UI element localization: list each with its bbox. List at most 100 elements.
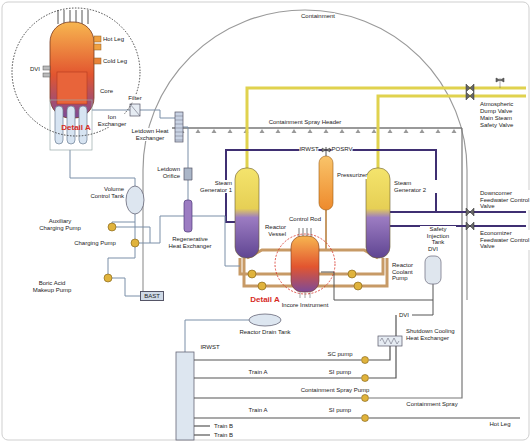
spray-header [228,129,233,133]
charging-pump [104,223,139,282]
filter-symbol [130,104,140,116]
part-label: Auxiliary Charging Pump [38,218,82,231]
part-label: SI pump [329,369,351,376]
reactor-coolant-piping [240,258,291,274]
regenerative-heat-exchanger [184,200,192,232]
volume-control-tank [126,186,144,214]
letdown-heat-exchanger [175,116,183,117]
part-label: Detail A [250,296,280,305]
reactor-vessel [299,228,311,237]
part-label: Pressurizer [337,172,367,179]
part-label: Containment Spray Header [269,119,342,126]
reactor-vessel [307,228,308,237]
spray-header [372,129,377,133]
part-label: Safety Injection Tank [420,226,456,246]
cvcs-piping [188,180,189,200]
reactor-coolant-pump [248,270,256,278]
spray-header [172,128,462,398]
part-label: DVI [399,312,409,319]
steam-valve-symbol [466,84,474,92]
part-label: Steam Generator 2 [394,180,440,193]
spray-header [308,129,313,133]
spray-header [276,129,281,133]
reactor-coolant-pump [248,270,362,290]
part-label: Atmospheric Dump Valve [480,101,528,114]
part-label: Ion Exchanger [95,114,129,127]
detail-a-illustration [94,44,101,50]
letdown-heat-exchanger [175,124,183,125]
spray-header [180,129,457,133]
containment-wall [143,10,467,300]
cvcs-piping [92,110,130,111]
steam-valve-symbol [466,78,504,100]
part-label: Containment Spray Pump [301,387,370,394]
letdown-heat-exchanger [175,112,183,142]
part-label: Hot Leg [489,421,510,428]
detail-a-illustration [94,58,101,64]
part-label: DVI [30,66,40,73]
part-label: Letdown Heat Exchanger [130,128,170,141]
part-label: Boric Acid Makeup Pump [32,280,72,293]
part-label: Detail A [61,124,91,133]
safety-injection-tank [321,256,441,315]
reactor-coolant-pump [354,282,362,290]
part-label: POSRV [332,146,353,153]
spray-header [196,129,201,133]
part-label: Steam Generator 1 [192,180,232,193]
cvcs-piping [183,127,188,168]
part-label: IRWST [299,146,318,153]
feedwater-valve-symbol [466,208,474,216]
cvcs-piping [112,278,141,296]
reactor-vessel [303,228,304,237]
pressurizer [319,147,333,210]
safety-injection-tank [412,300,433,315]
letdown-orifice [184,168,192,180]
letdown-heat-exchanger [175,112,183,142]
shutdown-cooling-heat-exchanger [378,336,402,346]
part-label: Regenerative Heat Exchanger [168,236,212,249]
charging-pump [104,274,112,282]
detail-a-illustration [12,8,140,136]
part-label: Train A [249,407,268,414]
steam-valve-symbol [500,78,501,88]
reactor-drain-tank [249,314,281,326]
pressurizer [322,148,330,152]
cvcs-piping [70,150,135,186]
part-label: Train A [249,369,268,376]
filter-symbol [130,104,140,116]
cvcs-piping [112,222,135,223]
reactor-drain-tank [249,314,281,326]
part-label: DVI [428,246,438,253]
detail-a-illustration [88,10,89,24]
spray-header [420,129,425,133]
part-label: SC pump [327,351,352,358]
letdown-heat-exchanger [175,140,183,141]
spray-header [292,129,297,133]
detail-a-illustration [94,36,101,42]
steam-valve-symbol [496,78,504,82]
reactor-vessel [311,228,312,237]
safety-train-piping [194,425,210,426]
detail-a-illustration [50,22,94,118]
volume-control-tank [126,186,144,214]
safety-pump [362,357,369,364]
reactor-coolant-pump [258,282,266,290]
part-label: Economizer Feedwater Control Valve [480,230,530,250]
reactor-coolant-pump [348,270,356,278]
letdown-heat-exchanger [175,132,183,133]
part-label: Reactor Drain Tank [239,329,290,336]
detail-a-illustration [57,72,87,104]
reactor-coolant-piping [244,258,293,286]
feedwater-valve-symbol [466,222,474,230]
letdown-heat-exchanger [175,116,183,140]
shutdown-cooling-heat-exchanger [378,336,402,346]
spray-header [172,127,462,129]
letdown-heat-exchanger [175,136,183,137]
safety-train-piping [194,315,520,435]
steam-generator [366,168,390,258]
spray-header [436,129,441,133]
safety-train-piping [369,346,390,360]
pressurizer [319,156,333,210]
feedwater-valve-symbol [466,208,474,230]
part-label: Shutdown Cooling Heat Exchanger [406,328,458,341]
